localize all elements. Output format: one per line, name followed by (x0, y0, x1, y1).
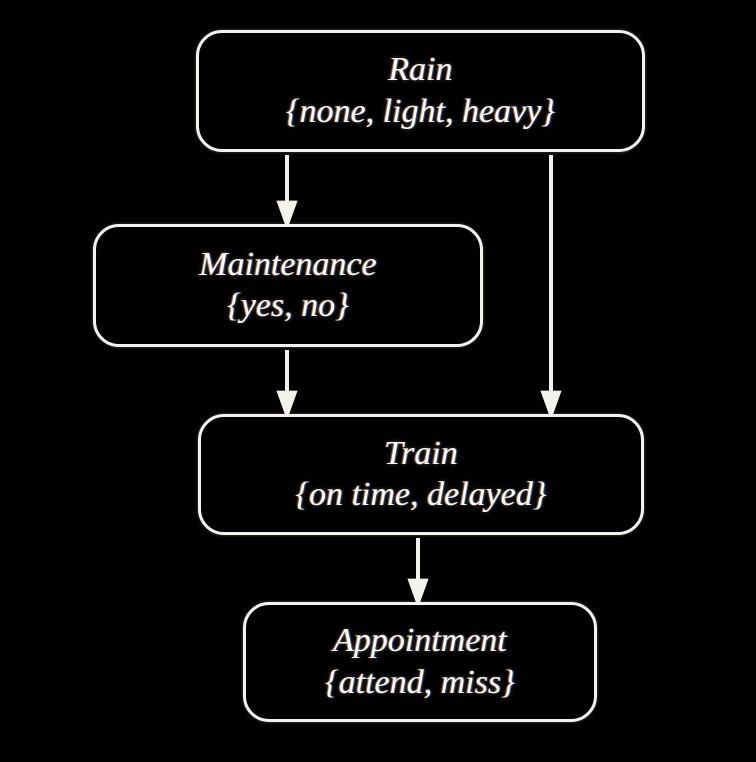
node-train-name: Train (384, 434, 458, 472)
node-train[interactable]: Train {on time, delayed} (198, 414, 644, 535)
node-rain-name: Rain (388, 51, 453, 89)
node-train-states: {on time, delayed} (295, 476, 547, 513)
node-maintenance-states: {yes, no} (227, 287, 349, 324)
node-appointment[interactable]: Appointment {attend, miss} (243, 602, 597, 722)
node-rain-states: {none, light, heavy} (286, 92, 555, 130)
node-maintenance[interactable]: Maintenance {yes, no} (93, 224, 483, 347)
node-appointment-states: {attend, miss} (325, 663, 515, 701)
node-maintenance-name: Maintenance (199, 245, 377, 283)
node-rain[interactable]: Rain {none, light, heavy} (196, 30, 645, 152)
node-appointment-name: Appointment (333, 622, 507, 660)
